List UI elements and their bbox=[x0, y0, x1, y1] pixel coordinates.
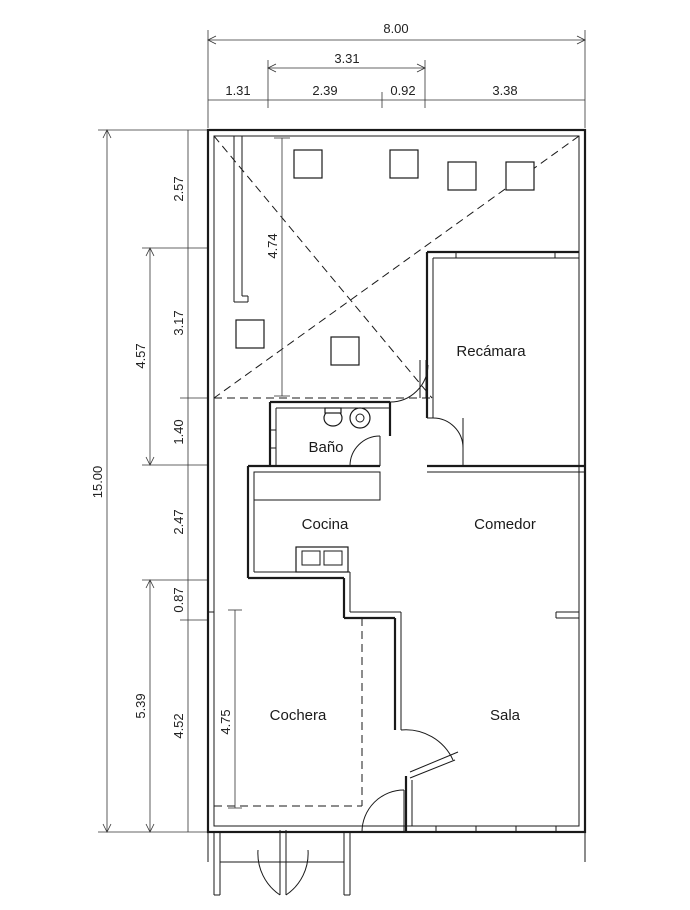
bano-room: Baño bbox=[268, 360, 429, 467]
dim-height-inner-1: 2.57 bbox=[171, 176, 186, 201]
room-label-comedor: Comedor bbox=[474, 516, 536, 533]
dim-height-inner-2: 3.17 bbox=[171, 310, 186, 335]
dim-4-75: 4.75 bbox=[218, 709, 233, 734]
sala-window bbox=[435, 825, 557, 833]
dim-width-seg-4: 3.38 bbox=[492, 83, 517, 98]
dim-height-inner-3: 1.40 bbox=[171, 419, 186, 444]
planter-box bbox=[330, 336, 360, 366]
top-dimensions: 8.00 3.31 1.31 2.39 0.92 3.38 bbox=[207, 21, 586, 128]
kitchen-counter bbox=[253, 471, 381, 501]
dim-height-inner-5: 0.87 bbox=[171, 587, 186, 612]
planter-box bbox=[389, 149, 419, 179]
front-gate bbox=[213, 830, 351, 896]
dim-height-outer-1: 4.57 bbox=[133, 343, 148, 368]
planter-box bbox=[505, 161, 535, 191]
dim-width-seg-1: 1.31 bbox=[225, 83, 250, 98]
left-dimensions: 15.00 4.57 5.39 2.57 3.17 1.40 2.47 0.87… bbox=[90, 129, 208, 833]
room-label-recamara: Recámara bbox=[456, 343, 526, 360]
patio: 4.74 bbox=[213, 135, 580, 399]
dim-height-inner-4: 2.47 bbox=[171, 509, 186, 534]
planter-box bbox=[447, 161, 477, 191]
recamara-room: Recámara bbox=[425, 250, 585, 473]
room-label-cochera: Cochera bbox=[270, 707, 327, 724]
dim-height-total: 15.00 bbox=[90, 466, 105, 499]
dim-width-total: 8.00 bbox=[383, 21, 408, 36]
dim-width-seg-3: 0.92 bbox=[390, 83, 415, 98]
room-label-sala: Sala bbox=[490, 707, 521, 724]
cochera-room: 4.75 Cochera bbox=[208, 609, 405, 833]
cocina-room: Cocina bbox=[246, 464, 381, 580]
planter-box bbox=[235, 319, 265, 349]
central-wall: Comedor Sala bbox=[342, 516, 579, 833]
dim-height-inner-6: 4.52 bbox=[171, 713, 186, 738]
outer-walls bbox=[206, 128, 587, 862]
sink-icon bbox=[349, 407, 371, 429]
dim-width-sub: 3.31 bbox=[334, 51, 359, 66]
dim-width-seg-2: 2.39 bbox=[312, 83, 337, 98]
room-label-bano: Baño bbox=[308, 439, 343, 456]
dim-4-74: 4.74 bbox=[265, 233, 280, 258]
dim-height-outer-2: 5.39 bbox=[133, 693, 148, 718]
room-label-cocina: Cocina bbox=[302, 516, 349, 533]
planter-box bbox=[293, 149, 323, 179]
